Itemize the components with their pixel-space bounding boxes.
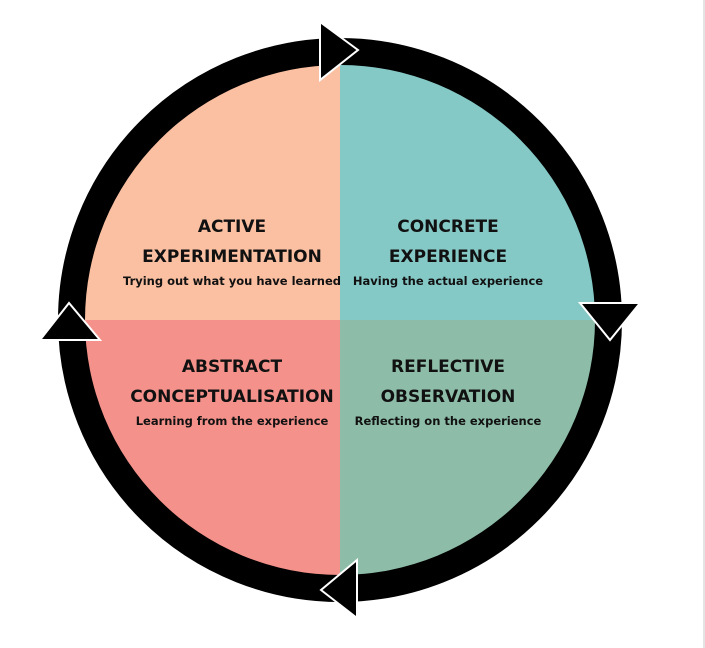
reflective-observation-title-1: REFLECTIVE	[391, 357, 505, 377]
arrow-right-icon	[319, 20, 360, 83]
arrow-up-icon	[37, 301, 103, 341]
concrete-experience-title-1: CONCRETE	[397, 217, 499, 237]
page-edge-divider	[703, 0, 705, 648]
quadrant-abstract-conceptualisation	[85, 320, 340, 575]
concrete-experience-description: Having the actual experience	[353, 274, 543, 288]
abstract-conceptualisation-title-1: ABSTRACT	[182, 357, 283, 377]
abstract-conceptualisation-description: Learning from the experience	[136, 414, 329, 428]
arrow-left-icon	[319, 557, 358, 621]
active-experimentation-description: Trying out what you have learned	[123, 274, 341, 288]
quadrant-active-experimentation	[85, 65, 340, 320]
active-experimentation-title-1: ACTIVE	[198, 217, 266, 237]
reflective-observation-title-2: OBSERVATION	[381, 387, 516, 407]
quadrant-reflective-observation	[340, 320, 595, 575]
reflective-observation-description: Reflecting on the experience	[355, 414, 542, 428]
active-experimentation-title-2: EXPERIMENTATION	[142, 247, 322, 267]
arrow-down-icon	[577, 302, 643, 342]
concrete-experience-title-2: EXPERIENCE	[389, 247, 507, 267]
quadrant-concrete-experience	[340, 65, 595, 320]
abstract-conceptualisation-title-2: CONCEPTUALISATION	[130, 387, 334, 407]
